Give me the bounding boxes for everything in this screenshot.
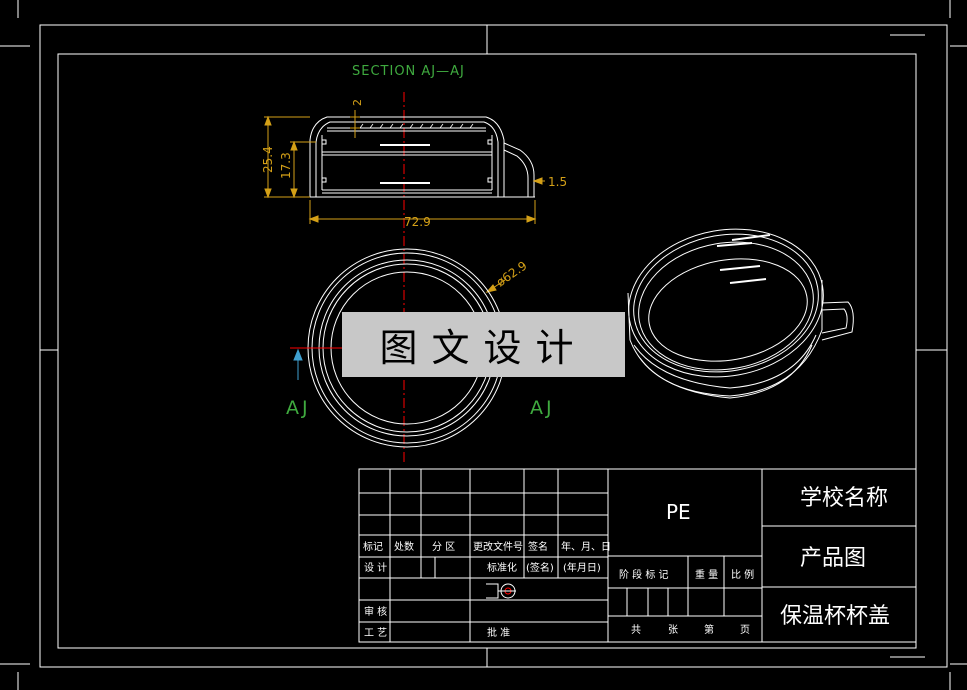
isometric-view [627,228,854,399]
rev-header-zone: 分 区 [432,541,455,553]
date-label: (年月日) [563,561,601,574]
stage-label: 阶 段 标 记 [619,568,669,581]
rev-header-sign: 签名 [528,540,548,553]
dim-wall-top: 2 [351,99,364,106]
sign-label: (签名) [526,561,554,574]
scale-label: 比 例 [731,568,754,581]
section-dimensions [264,110,545,293]
section-view [309,116,535,198]
title-block-text: PE 学校名称 产品图 保温杯杯盖 标记 处数 分 区 更改文件号 签名 年、月… [363,486,890,639]
school-name: 学校名称 [800,486,888,511]
total-label: 共 [631,624,641,636]
process-label: 工 艺 [364,627,387,639]
dim-total-height: 25.4 [261,146,275,173]
watermark-overlay: 图文设计 [342,312,625,377]
part-name: 保温杯杯盖 [780,604,890,629]
section-title: SECTION AJ—AJ [352,64,465,79]
rev-header-count: 处数 [394,540,414,553]
page-suffix-label: 页 [740,624,750,636]
standardize-label: 标准化 [487,561,517,574]
page-label: 第 [704,623,714,636]
rev-header-mark: 标记 [363,541,383,553]
dim-diameter: ø62.9 [494,258,530,289]
section-marker-right: AJ [530,397,555,419]
rev-header-docno: 更改文件号 [473,540,523,553]
dim-inner-height: 17.3 [279,152,293,179]
dim-width: 72.9 [404,215,431,229]
section-marker-left: AJ [286,397,311,419]
drawing-type: 产品图 [800,546,866,571]
section-cut-marker [293,348,303,380]
rev-header-date: 年、月、日 [561,540,611,553]
watermark-text: 图文设计 [379,326,588,370]
material-value: PE [666,500,691,524]
dim-handle-thickness: 1.5 [548,175,567,189]
sheets-label: 张 [668,624,678,636]
title-block [358,468,917,643]
design-label: 设 计 [364,561,387,574]
weight-label: 重 量 [695,568,718,581]
review-label: 审 核 [364,605,387,618]
approve-label: 批 准 [487,626,510,639]
